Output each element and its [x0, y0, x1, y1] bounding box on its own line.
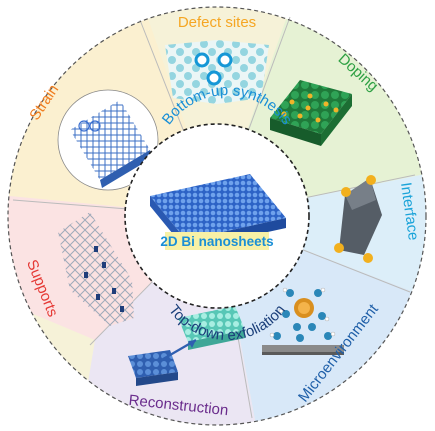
defect-sites-illustration: [165, 40, 269, 104]
vacancy-marker: [194, 52, 210, 68]
label-defect-sites: Defect sites: [178, 14, 256, 31]
microenvironment-illustration: [262, 287, 344, 355]
strain-illustration: [57, 89, 159, 191]
reconstruction-illustration: [128, 306, 245, 386]
center-title-highlight: [165, 232, 269, 250]
outer-border: [7, 6, 427, 426]
dopant-atoms: [281, 93, 339, 123]
supports-illustration: [58, 212, 134, 326]
vacancy-marker: [217, 52, 233, 68]
vacancy-marker: [206, 70, 222, 86]
segment-interface-bg: [217, 172, 426, 300]
doping-illustration: [270, 80, 352, 146]
center-title: 2D Bi nanosheets: [160, 234, 273, 249]
interface-illustration: [334, 175, 382, 263]
